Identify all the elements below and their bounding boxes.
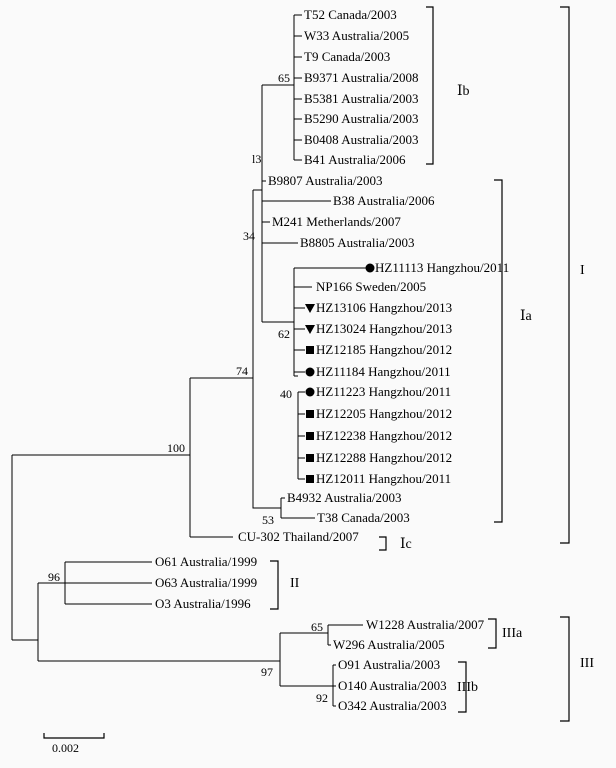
bootstrap-value: 40 [280, 387, 292, 401]
taxon-label: HZ11184 Hangzhou/2011 [316, 364, 451, 379]
taxon-label: HZ12288 Hangzhou/2012 [316, 450, 452, 465]
leaves-IIIb [333, 664, 336, 707]
bootstrap-value: 53 [262, 513, 274, 527]
taxon-label: HZ12185 Hangzhou/2012 [316, 342, 452, 357]
triangle-marker-icon [305, 304, 315, 313]
taxon-label: HZ11223 Hangzhou/2011 [316, 384, 451, 399]
circle-marker-icon [365, 263, 375, 273]
group-brackets: Ⅰb Ⅰa I Ⅰc II IIIa IIIb III [270, 6, 594, 722]
leaves-40 [298, 391, 305, 480]
bracket-IIIb [458, 661, 467, 713]
bracket-Ic [379, 536, 387, 551]
leaves-62-markers [294, 307, 305, 373]
group-label-III: III [580, 656, 594, 671]
taxon-label: HZ12205 Hangzhou/2012 [316, 406, 452, 421]
taxon-label: HZ12011 Hangzhou/2011 [316, 471, 451, 486]
bracket-I [560, 6, 570, 544]
tree-branches [11, 14, 366, 707]
taxon-label: M241 Metherlands/2007 [272, 214, 401, 229]
taxon-label: HZ12238 Hangzhou/2012 [316, 428, 452, 443]
bootstrap-value: 34 [243, 229, 255, 243]
taxon-label: B8805 Australia/2003 [300, 235, 414, 250]
taxon-label: T52 Canada/2003 [304, 7, 397, 22]
bracket-Ia [494, 179, 503, 523]
bootstrap-value: 65 [311, 620, 323, 634]
triangle-marker-icon [305, 325, 315, 334]
taxon-label: W1228 Australia/2007 [366, 617, 485, 632]
group-label-IIIa: IIIa [502, 626, 523, 641]
taxon-label: W296 Australia/2005 [333, 637, 445, 652]
square-marker-icon [306, 475, 314, 483]
taxon-label: W33 Australia/2005 [304, 28, 409, 43]
group-label-I: I [580, 263, 585, 278]
taxon-label: NP166 Sweden/2005 [316, 279, 426, 294]
taxon-label: B4932 Australia/2003 [287, 490, 401, 505]
leaves-II [65, 561, 152, 605]
taxon-label: O3 Australia/1996 [155, 596, 251, 611]
branch-to-53 [252, 378, 281, 509]
taxon-label: HZ11113 Hangzhou/2011 [375, 260, 509, 275]
sample-markers [305, 263, 375, 483]
scale-bar: 0.002 [43, 733, 105, 755]
bootstrap-value: l3 [252, 152, 261, 166]
scale-bar-label: 0.002 [52, 741, 79, 755]
taxon-label: O61 Australia/1999 [155, 554, 257, 569]
taxon-label: B9371 Australia/2008 [304, 70, 418, 85]
taxon-label: T38 Canada/2003 [317, 510, 410, 525]
square-marker-icon [306, 432, 314, 440]
bootstrap-value: 96 [48, 570, 60, 584]
taxon-label: T9 Canada/2003 [304, 49, 390, 64]
taxon-label: B5381 Australia/2003 [304, 91, 418, 106]
leaves-Ib [294, 14, 302, 161]
bootstrap-value: 100 [167, 441, 185, 455]
square-marker-icon [306, 410, 314, 418]
taxon-label: CU-302 Thailand/2007 [238, 529, 359, 544]
taxon-label: O140 Australia/2003 [338, 678, 447, 693]
group-label-IIIb: IIIb [457, 680, 478, 695]
bracket-IIIa [488, 618, 497, 649]
taxon-label: B9807 Australia/2003 [268, 173, 382, 188]
circle-marker-icon [305, 387, 315, 397]
bootstrap-value: 62 [278, 327, 290, 341]
bootstrap-values: 100 74 34 65 l3 62 40 53 96 97 65 92 [48, 71, 328, 705]
taxon-label: B41 Australia/2006 [304, 152, 406, 167]
circle-marker-icon [305, 367, 315, 377]
taxon-label: O63 Australia/1999 [155, 575, 257, 590]
bootstrap-value: 65 [278, 71, 290, 85]
square-marker-icon [306, 454, 314, 462]
bootstrap-value: 97 [261, 665, 273, 679]
group-label-II: II [290, 576, 300, 591]
group-label-Ia: Ⅰa [520, 309, 533, 324]
bracket-Ib [426, 6, 434, 165]
taxon-label: B38 Australia/2006 [333, 193, 435, 208]
group-label-Ic: Ⅰc [400, 537, 412, 552]
taxon-label: HZ13024 Hangzhou/2013 [316, 321, 452, 336]
taxon-labels: T52 Canada/2003 W33 Australia/2005 T9 Ca… [155, 7, 509, 713]
group-label-Ib: Ⅰb [457, 84, 470, 99]
taxon-label: HZ13106 Hangzhou/2013 [316, 300, 452, 315]
bracket-II [270, 560, 279, 610]
taxon-label: O91 Australia/2003 [338, 657, 440, 672]
bootstrap-value: 92 [316, 691, 328, 705]
taxon-label: B0408 Australia/2003 [304, 132, 418, 147]
bootstrap-value: 74 [236, 364, 248, 378]
square-marker-icon [306, 346, 314, 354]
bracket-III [560, 616, 570, 722]
taxon-label: B5290 Australia/2003 [304, 111, 418, 126]
taxon-label: O342 Australia/2003 [338, 698, 447, 713]
scale-bar-line [43, 733, 105, 739]
